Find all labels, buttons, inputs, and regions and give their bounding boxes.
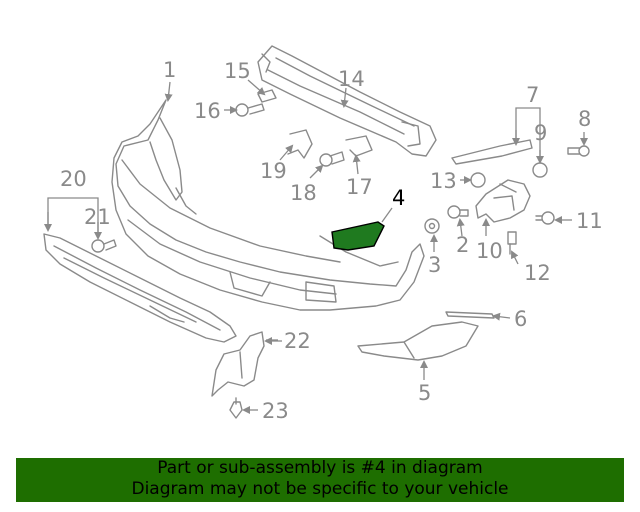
callout-5: 5 [418, 381, 431, 405]
callout-23: 23 [262, 399, 289, 423]
part-18-screw [319, 151, 345, 167]
callout-16: 16 [194, 99, 221, 123]
callout-17: 17 [346, 175, 373, 199]
callout-4: 4 [392, 186, 405, 210]
part-7-strip [451, 139, 533, 165]
part-3-washer [424, 218, 440, 234]
part-4-highlighted [331, 221, 385, 251]
callout-labels: 1 15 16 14 19 18 17 4 20 21 22 23 7 8 9 … [60, 58, 603, 423]
part-15-clip [257, 89, 277, 103]
callout-13: 13 [430, 169, 457, 193]
part-2-screw [447, 205, 469, 219]
part-21-screw [91, 239, 117, 253]
info-banner: Part or sub-assembly is #4 in diagram Di… [16, 458, 624, 502]
callout-19: 19 [260, 159, 287, 183]
callout-15: 15 [224, 59, 251, 83]
part-10-bracket [475, 179, 531, 223]
callout-12: 12 [524, 261, 551, 285]
callout-18: 18 [290, 181, 317, 205]
part-6-strip [445, 311, 495, 319]
callout-8: 8 [578, 107, 591, 131]
part-19-bracket [287, 129, 313, 159]
part-12-screw [507, 231, 517, 255]
part-13-nut [470, 172, 486, 188]
parts-diagram: 1 15 16 14 19 18 17 4 20 21 22 23 7 8 9 … [43, 45, 603, 423]
callout-6: 6 [514, 307, 527, 331]
part-9-cap [532, 162, 548, 178]
part-8-screw [567, 145, 590, 157]
part-17-bracket [345, 135, 373, 157]
callout-14: 14 [338, 67, 365, 91]
callout-7: 7 [526, 83, 539, 107]
callout-10: 10 [476, 239, 503, 263]
part-16-screw [235, 103, 265, 117]
part-23-clip [229, 397, 243, 419]
callout-11: 11 [576, 209, 603, 233]
part-22-bracket [211, 331, 265, 397]
leader-lines [44, 79, 588, 414]
callout-22: 22 [284, 329, 311, 353]
banner-line-1: Part or sub-assembly is #4 in diagram [157, 458, 483, 478]
callout-1: 1 [163, 58, 176, 82]
part-5-under-guard [357, 321, 479, 361]
callout-20: 20 [60, 167, 87, 191]
callout-3: 3 [428, 253, 441, 277]
callout-2: 2 [456, 233, 469, 257]
part-11-screw [535, 211, 555, 225]
callout-21: 21 [84, 205, 111, 229]
banner-line-2: Diagram may not be specific to your vehi… [131, 479, 509, 499]
callout-9: 9 [534, 121, 547, 145]
part-20-lower-cover [43, 233, 237, 343]
